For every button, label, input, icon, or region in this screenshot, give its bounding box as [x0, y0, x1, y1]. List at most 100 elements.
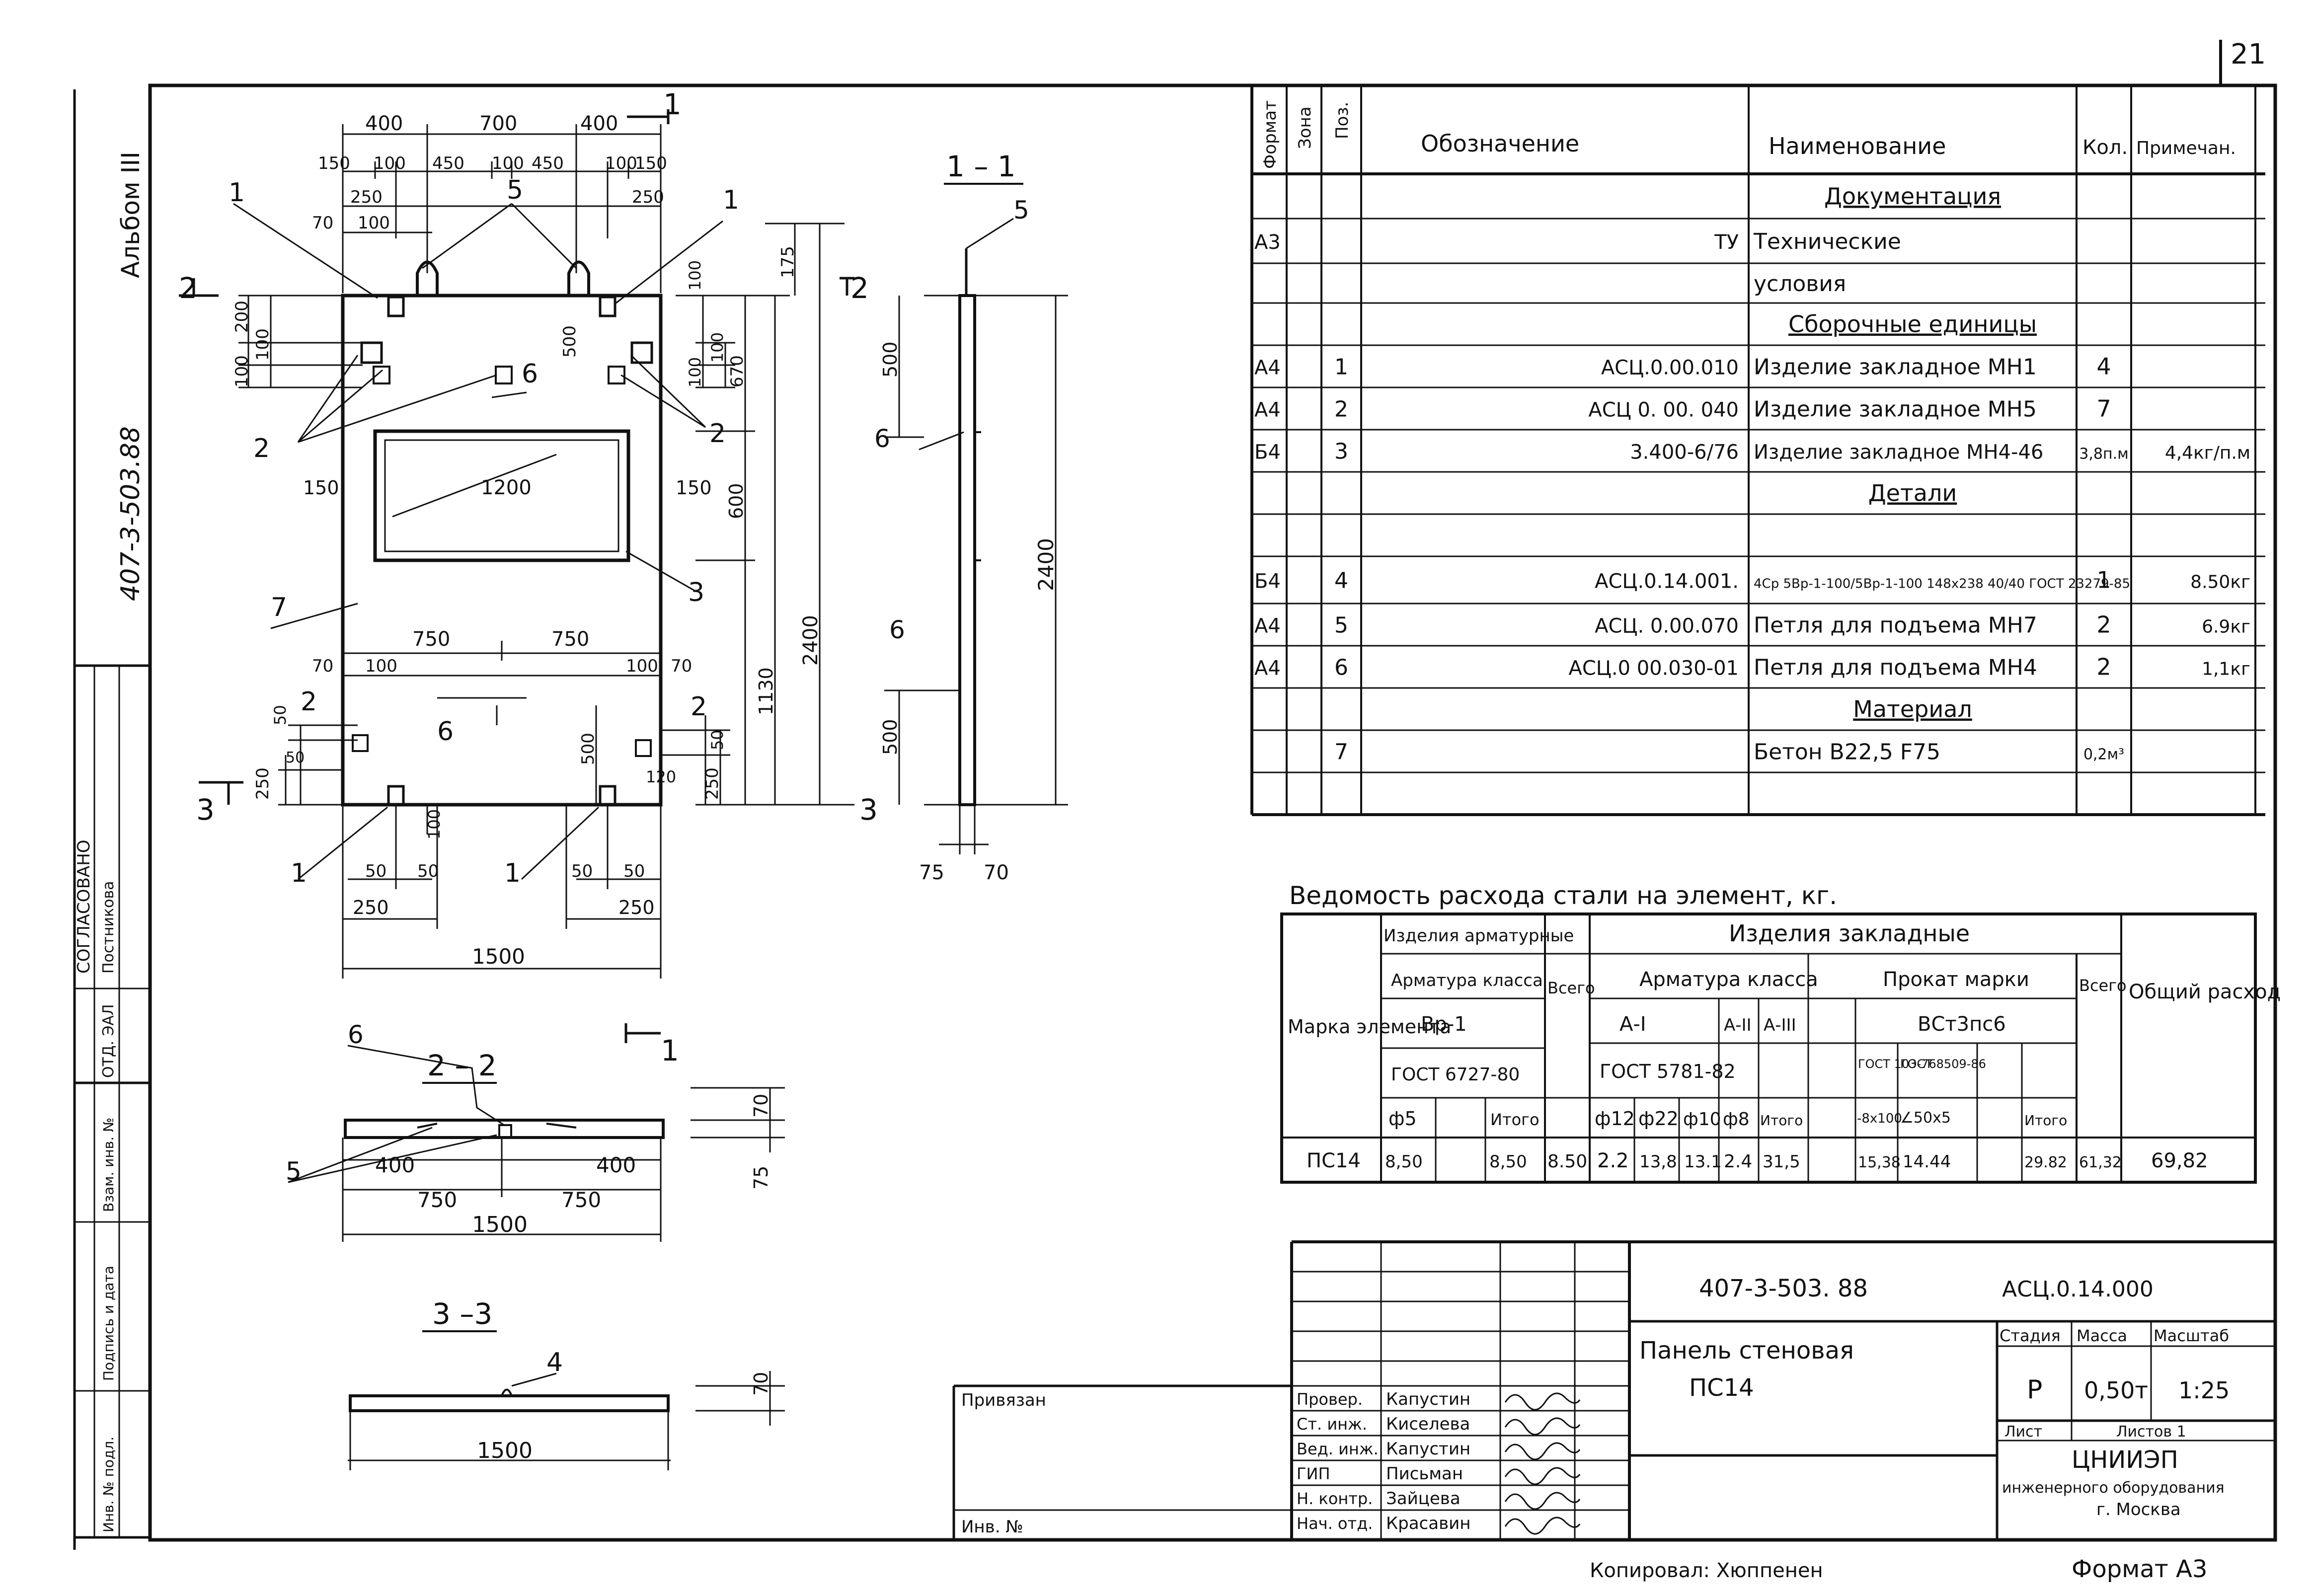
svg-text:75: 75 [919, 861, 944, 884]
svg-text:100: 100 [686, 260, 704, 291]
spec-cell-name: условия [1754, 271, 1846, 297]
footer-format: Формат А3 [2072, 1555, 2207, 1583]
spec-cell-format: А4 [1254, 399, 1281, 422]
tb-person: Киселева [1386, 1414, 1470, 1434]
svg-text:∠50х5: ∠50х5 [1900, 1109, 1951, 1127]
spec-section-title: Материал [1853, 696, 1972, 723]
svg-text:1500: 1500 [472, 944, 525, 969]
svg-text:100: 100 [708, 332, 727, 363]
spec-cell-name: Изделие закладное МН5 [1754, 397, 2037, 422]
stamp-person: Постникова [100, 881, 117, 974]
svg-text:1200: 1200 [481, 476, 532, 499]
signature-mark [1504, 1442, 1581, 1460]
svg-text:100: 100 [365, 656, 397, 676]
svg-text:250: 250 [353, 897, 389, 918]
svg-text:100: 100 [358, 213, 390, 233]
tb-inv: Инв. № [961, 1517, 1023, 1537]
svg-text:50: 50 [286, 749, 305, 766]
steel-table [1280, 912, 2257, 1184]
embedded-item-2 [635, 739, 652, 757]
svg-text:15,38: 15,38 [1858, 1154, 1901, 1171]
svg-text:Итого: Итого [2024, 1112, 2067, 1129]
spec-header-note: Примечан. [2136, 138, 2236, 158]
spec-table-header: Формат Зона Поз. Обозначение Наименовани… [1260, 100, 2236, 169]
section-mark-lines [624, 1023, 661, 1043]
section-mark-1: 1 [663, 87, 682, 121]
spec-cell-name: Петля для подъема МН4 [1754, 655, 2037, 681]
svg-text:2400: 2400 [1034, 538, 1058, 591]
svg-text:Всего: Всего [1547, 979, 1595, 997]
svg-text:31,5: 31,5 [1763, 1152, 1800, 1172]
signature-mark [1504, 1392, 1581, 1411]
embedded-item-2 [352, 734, 369, 752]
section-2-2 [288, 1045, 785, 1242]
svg-text:29.82: 29.82 [2024, 1154, 2067, 1171]
svg-text:50: 50 [271, 705, 290, 725]
callout-1: 1 [504, 858, 521, 888]
spec-cell-code: АСЦ. 0.00.070 [1595, 615, 1739, 638]
spec-section-title: Сборочные единицы [1788, 311, 2037, 338]
svg-text:150: 150 [676, 477, 712, 499]
svg-text:6: 6 [874, 424, 890, 453]
svg-text:ГОСТ 5781-82: ГОСТ 5781-82 [1600, 1061, 1736, 1082]
signature-mark [1504, 1467, 1581, 1485]
tb-role: Н. контр. [1297, 1489, 1373, 1508]
svg-text:250: 250 [350, 187, 383, 207]
svg-text:ГОСТ 6727-80: ГОСТ 6727-80 [1391, 1064, 1520, 1085]
steel-row-mark: ПС14 [1307, 1149, 1361, 1172]
svg-text:200: 200 [232, 301, 252, 333]
svg-text:13.1: 13.1 [1684, 1152, 1722, 1172]
svg-text:Арматура класса: Арматура класса [1391, 971, 1543, 990]
svg-text:100: 100 [492, 153, 524, 173]
svg-text:400: 400 [365, 112, 403, 135]
spec-cell-code: ТУ [1714, 231, 1739, 254]
svg-text:5: 5 [286, 1157, 302, 1186]
tb-person: Письман [1386, 1464, 1463, 1484]
svg-text:14.44: 14.44 [1903, 1152, 1951, 1172]
steel-table-title: Ведомость расхода стали на элемент, кг. [1289, 881, 1837, 910]
svg-text:Общий расход: Общий расход [2129, 981, 2281, 1003]
spec-cell-code: АСЦ.0 00.030-01 [1568, 657, 1739, 680]
tb-scale: 1:25 [2178, 1377, 2230, 1404]
svg-text:100: 100 [232, 355, 252, 387]
spec-header-code: Обозначение [1421, 130, 1579, 157]
section-2-2-title: 2 – 2 [427, 1049, 497, 1082]
svg-text:70: 70 [312, 656, 333, 676]
svg-text:Итого: Итого [1760, 1112, 1803, 1129]
svg-text:100: 100 [626, 656, 658, 676]
callout-6: 6 [437, 717, 454, 747]
svg-text:ф5: ф5 [1388, 1108, 1417, 1130]
spec-cell-name: Бетон В22,5 F75 [1754, 740, 1940, 765]
spec-cell-qty: 2 [2096, 654, 2111, 681]
callout-7: 7 [271, 593, 287, 622]
svg-text:70: 70 [750, 1372, 772, 1396]
svg-text:Вр-1: Вр-1 [1421, 1013, 1467, 1036]
callout-1: 1 [723, 185, 739, 215]
svg-text:250: 250 [618, 897, 655, 918]
spec-cell-name: Технические [1753, 229, 1901, 254]
svg-text:150: 150 [303, 477, 339, 499]
svg-text:2.2: 2.2 [1597, 1149, 1629, 1172]
svg-text:50: 50 [623, 861, 645, 881]
spec-cell-pos: 4 [1334, 568, 1348, 594]
stamp-inv-podl: Инв. № подл. [100, 1437, 117, 1532]
svg-text:70: 70 [671, 656, 692, 676]
tb-stage: Р [2027, 1375, 2042, 1405]
svg-text:1500: 1500 [472, 1212, 528, 1237]
callout-2: 2 [709, 419, 726, 449]
tb-mass: 0,50т [2084, 1377, 2148, 1404]
spec-cell-format: А4 [1254, 615, 1281, 638]
svg-text:400: 400 [596, 1153, 636, 1177]
svg-text:-8х100: -8х100 [1857, 1111, 1902, 1126]
spec-cell-note: 4,4кг/п.м [2165, 443, 2250, 463]
spec-cell-format: Б4 [1254, 570, 1281, 593]
svg-text:ВСт3пс6: ВСт3пс6 [1918, 1013, 2006, 1036]
svg-text:Изделия арматурные: Изделия арматурные [1384, 926, 1574, 946]
svg-text:70: 70 [750, 1094, 772, 1118]
spec-header-name: Наименование [1769, 133, 1946, 159]
svg-text:400: 400 [375, 1153, 415, 1177]
steel-row-total: 69,82 [2151, 1149, 2208, 1172]
lifting-loop-right [567, 260, 590, 296]
svg-text:750: 750 [551, 628, 589, 651]
